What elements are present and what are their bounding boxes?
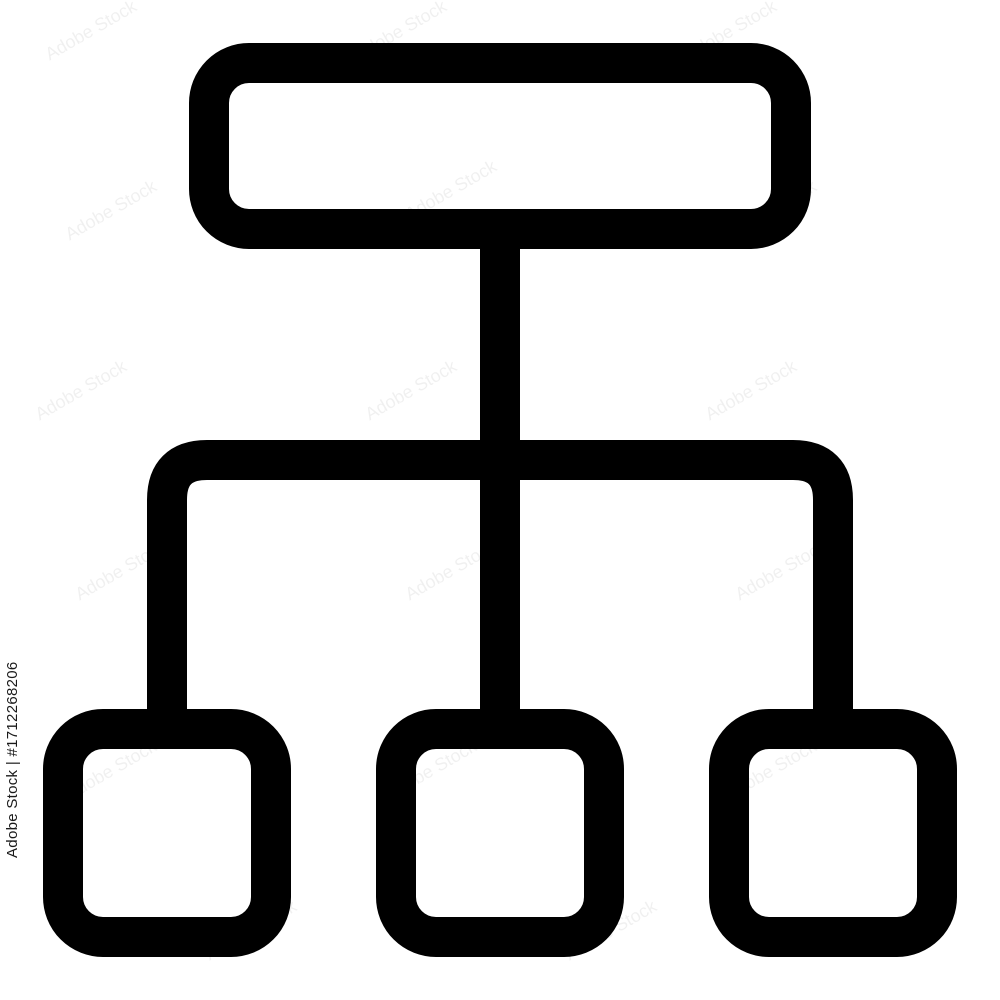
bottom-node-left-box — [43, 709, 291, 957]
bottom-node-right-box — [709, 709, 957, 957]
stock-image-id: Adobe Stock | #171226820​6 — [4, 661, 21, 859]
top-node-box — [189, 43, 811, 249]
bottom-node-center-box — [376, 709, 624, 957]
